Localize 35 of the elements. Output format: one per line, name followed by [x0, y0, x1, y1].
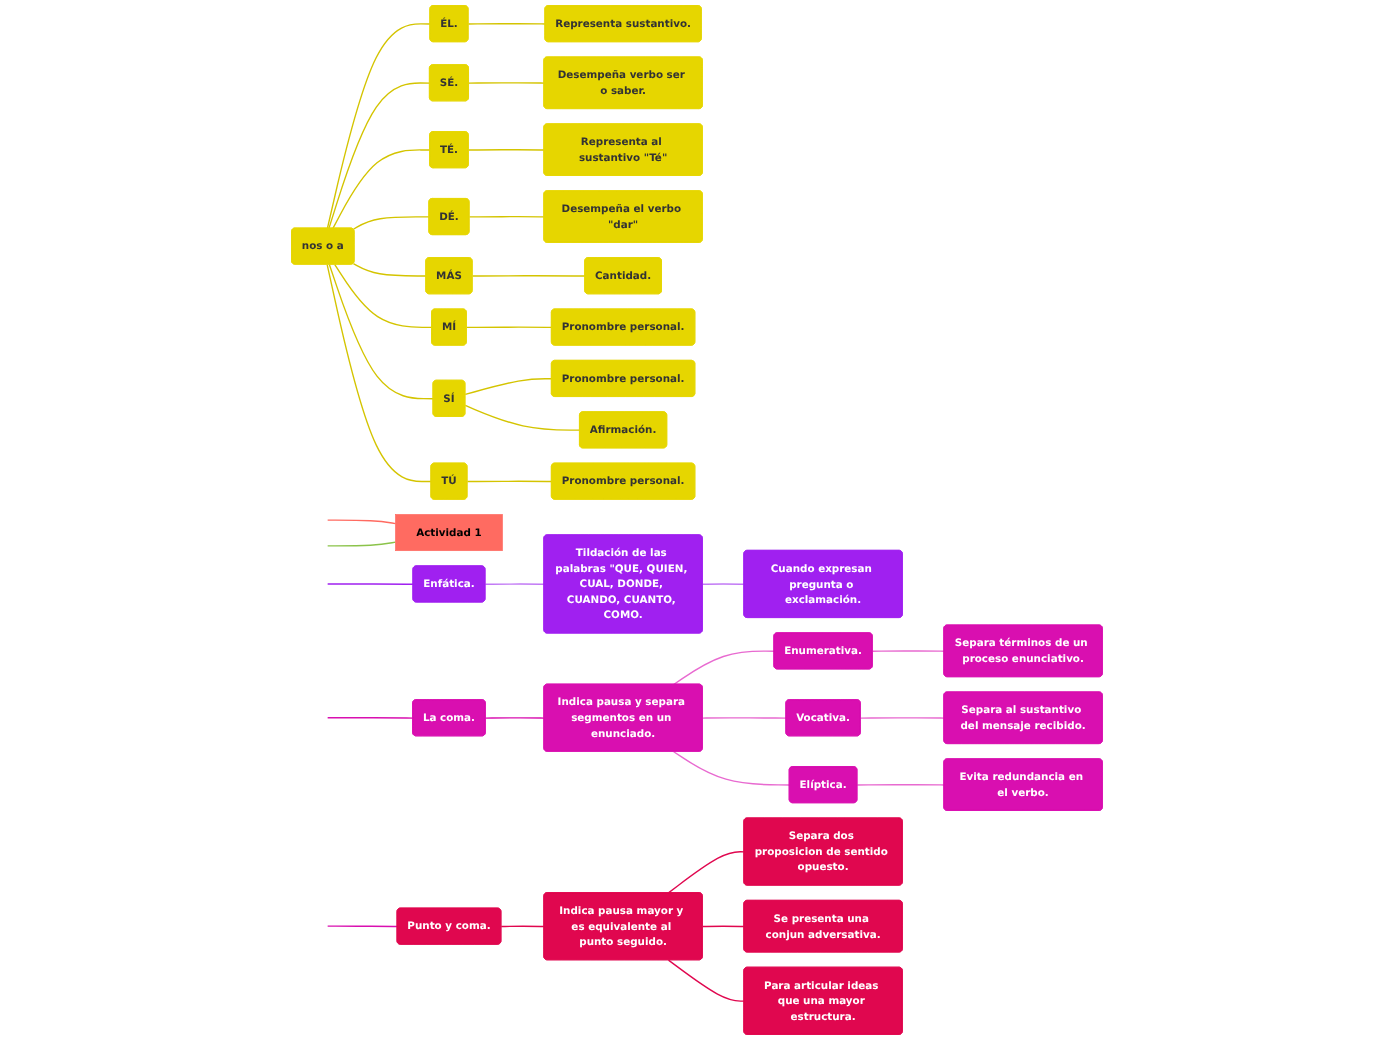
connector-line	[352, 262, 427, 277]
connector-line	[702, 717, 787, 719]
connector-line	[327, 925, 399, 928]
connector-line	[328, 263, 435, 400]
connector-line	[673, 751, 791, 786]
connector-line	[327, 541, 397, 547]
connector-line	[468, 149, 545, 151]
connector-line	[327, 519, 397, 525]
connector-line	[485, 717, 545, 719]
connector-line	[872, 650, 945, 652]
connector-line	[328, 82, 431, 230]
connector-line	[327, 583, 414, 585]
connector-line	[468, 82, 545, 84]
connector-line	[860, 717, 945, 719]
connector-line	[326, 23, 431, 230]
connector-line	[352, 216, 430, 230]
connector-line	[332, 149, 431, 230]
connector-line	[856, 784, 945, 786]
connector-line	[466, 480, 553, 483]
connector-line	[464, 404, 581, 431]
connector-line	[326, 263, 432, 483]
connector-line	[468, 215, 545, 218]
connector-line	[702, 925, 745, 928]
connector-line	[466, 326, 553, 329]
connector-line	[334, 263, 433, 329]
connector-line	[464, 378, 553, 396]
connector-line	[667, 959, 745, 1002]
connector-line	[471, 275, 586, 277]
connector-line	[327, 717, 414, 719]
connector-line	[702, 583, 745, 585]
connector-line	[500, 925, 545, 928]
connector-line	[667, 851, 745, 894]
connector-line	[484, 583, 545, 585]
connector-line	[673, 650, 775, 686]
connector-line	[467, 23, 546, 25]
